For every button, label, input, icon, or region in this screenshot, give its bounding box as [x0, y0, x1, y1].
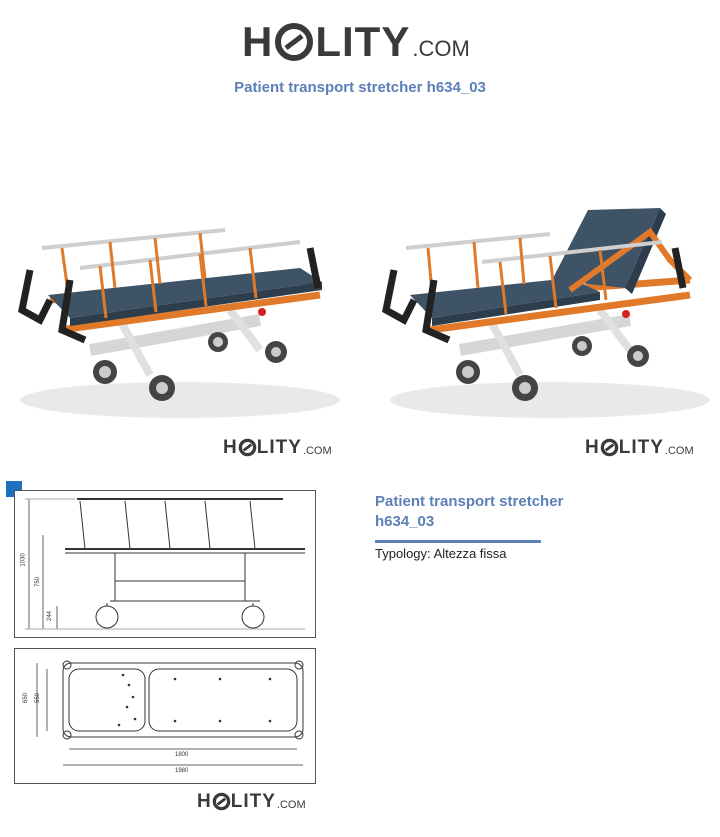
dim-width-outer: 650 — [23, 692, 30, 704]
brand-logo-bottom: H LITY .COM — [197, 791, 306, 813]
brand-logo-domain: .COM — [302, 445, 332, 457]
technical-drawing-top-view: 650 550 1800 1980 — [14, 648, 316, 784]
technical-drawing-side-view: 1030 750 244 — [14, 490, 316, 638]
brand-logo-h: H — [197, 791, 212, 812]
brand-logo-lity: LITY — [618, 437, 664, 458]
dim-length-inner: 1800 — [175, 752, 189, 758]
brand-logo: H LITY .COM — [242, 20, 470, 64]
brand-logo-o-icon — [275, 23, 314, 61]
brand-logo-domain: .COM — [276, 799, 306, 811]
brand-logo-lity: LITY — [256, 437, 302, 458]
title-underline — [375, 540, 541, 543]
brand-logo-lity: LITY — [230, 791, 276, 812]
typology-value: Altezza fissa — [433, 546, 507, 561]
dim-width-inner: 550 — [35, 692, 42, 704]
brand-logo-h: H — [585, 437, 600, 458]
brand-logo-lity: LITY — [315, 18, 411, 65]
product-image-flat — [18, 228, 340, 418]
dim-base-height: 244 — [47, 610, 54, 622]
top-view-svg — [36, 660, 304, 766]
brand-logo-domain: .COM — [664, 445, 694, 457]
typology-label: Typology: — [375, 546, 431, 561]
product-image-backrest-raised — [382, 208, 710, 418]
typology-line: Typology: Altezza fissa — [375, 546, 507, 561]
dim-length-outer: 1980 — [175, 768, 189, 774]
brand-logo-h: H — [223, 437, 238, 458]
brand-logo-domain: .COM — [412, 36, 470, 61]
brand-logo-o-icon — [600, 438, 619, 457]
brand-logo-h: H — [242, 18, 274, 65]
side-view-svg — [25, 498, 305, 630]
dim-total-height: 1030 — [20, 553, 27, 567]
brand-logo-o-icon — [212, 792, 231, 811]
page-title: Patient transport stretcher h634_03 — [234, 79, 486, 96]
product-name: Patient transport stretcher h634_03 — [375, 493, 564, 530]
brand-logo-small-1: H LITY .COM — [223, 437, 332, 459]
dim-platform-height: 750 — [35, 576, 42, 588]
brand-logo-o-icon — [238, 438, 257, 457]
brand-logo-small-2: H LITY .COM — [585, 437, 694, 459]
